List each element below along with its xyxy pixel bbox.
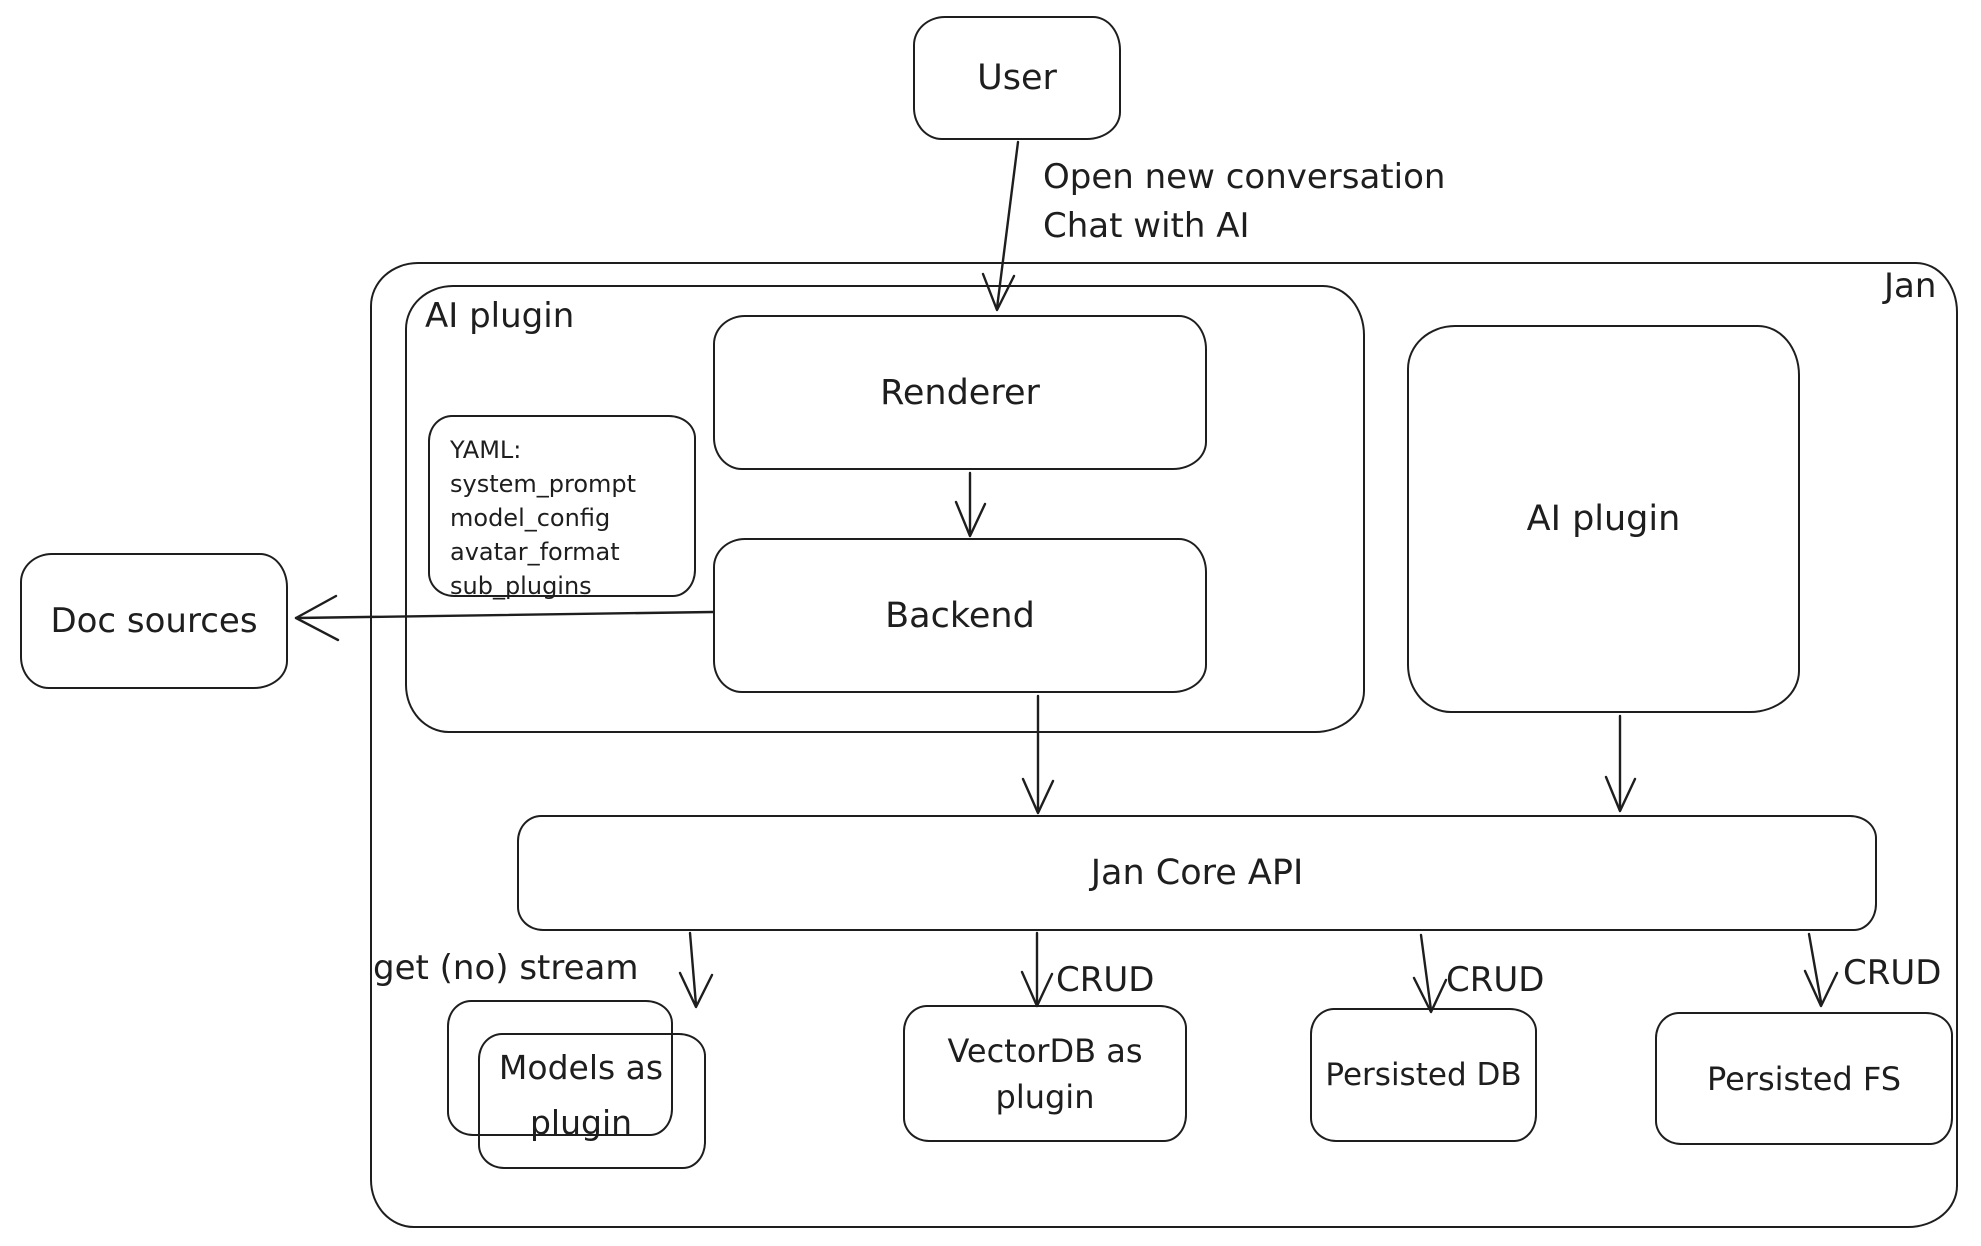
user-node: User	[913, 16, 1121, 140]
persisted-fs-node: Persisted FS	[1655, 1012, 1953, 1145]
vectordb-line: plugin	[995, 1077, 1095, 1116]
vectordb-node: VectorDB as plugin	[903, 1005, 1187, 1142]
doc-sources-label: Doc sources	[50, 601, 258, 641]
ai-plugin-group	[405, 285, 1365, 733]
ai-plugin-label: AI plugin	[1526, 499, 1681, 539]
models-as-plugin-line: Models as	[498, 1048, 664, 1087]
edge-label-crud-persisted-fs: CRUD	[1843, 953, 1942, 993]
edge-label-crud-vectordb: CRUD	[1056, 960, 1155, 1000]
edge-label-line: Open new conversation	[1043, 157, 1446, 197]
ai-plugin-node: AI plugin	[1407, 325, 1800, 713]
jan-core-api-node: Jan Core API	[517, 815, 1877, 931]
backend-label: Backend	[885, 595, 1035, 636]
persisted-db-node: Persisted DB	[1310, 1008, 1537, 1142]
models-as-plugin-line: plugin	[529, 1103, 633, 1142]
persisted-fs-label: Persisted FS	[1706, 1059, 1902, 1098]
edge-label-user-to-renderer: Open new conversation Chat with AI	[1043, 153, 1445, 251]
jan-container	[370, 262, 1958, 1228]
yaml-note-line: avatar_format	[450, 538, 620, 566]
vectordb-line: VectorDB as	[947, 1031, 1143, 1070]
models-as-plugin-node-front	[478, 1033, 706, 1169]
jan-core-api-label: Jan Core API	[1090, 853, 1304, 893]
models-as-plugin-node-back	[447, 1000, 673, 1136]
renderer-node: Renderer	[713, 315, 1207, 470]
backend-node: Backend	[713, 538, 1207, 693]
renderer-label: Renderer	[880, 372, 1040, 413]
ai-plugin-group-label: AI plugin	[425, 296, 575, 336]
yaml-note: YAML: system_prompt model_config avatar_…	[428, 415, 696, 600]
yaml-note-line: model_config	[450, 504, 611, 532]
yaml-note-line: sub_plugins	[450, 572, 592, 600]
doc-sources-node: Doc sources	[20, 553, 288, 689]
edge-label-get-no-stream: get (no) stream	[373, 948, 639, 988]
models-as-plugin-label: Models as plugin	[452, 1040, 710, 1150]
vectordb-label: VectorDB as plugin	[947, 1028, 1142, 1120]
persisted-db-label: Persisted DB	[1325, 1057, 1522, 1093]
yaml-note-line: YAML:	[450, 436, 522, 464]
yaml-note-line: system_prompt	[450, 470, 637, 498]
edge-label-crud-persisted-db: CRUD	[1446, 960, 1545, 1000]
edge-label-line: Chat with AI	[1043, 206, 1250, 246]
jan-container-label: Jan	[1884, 266, 1937, 306]
user-label: User	[977, 58, 1057, 98]
